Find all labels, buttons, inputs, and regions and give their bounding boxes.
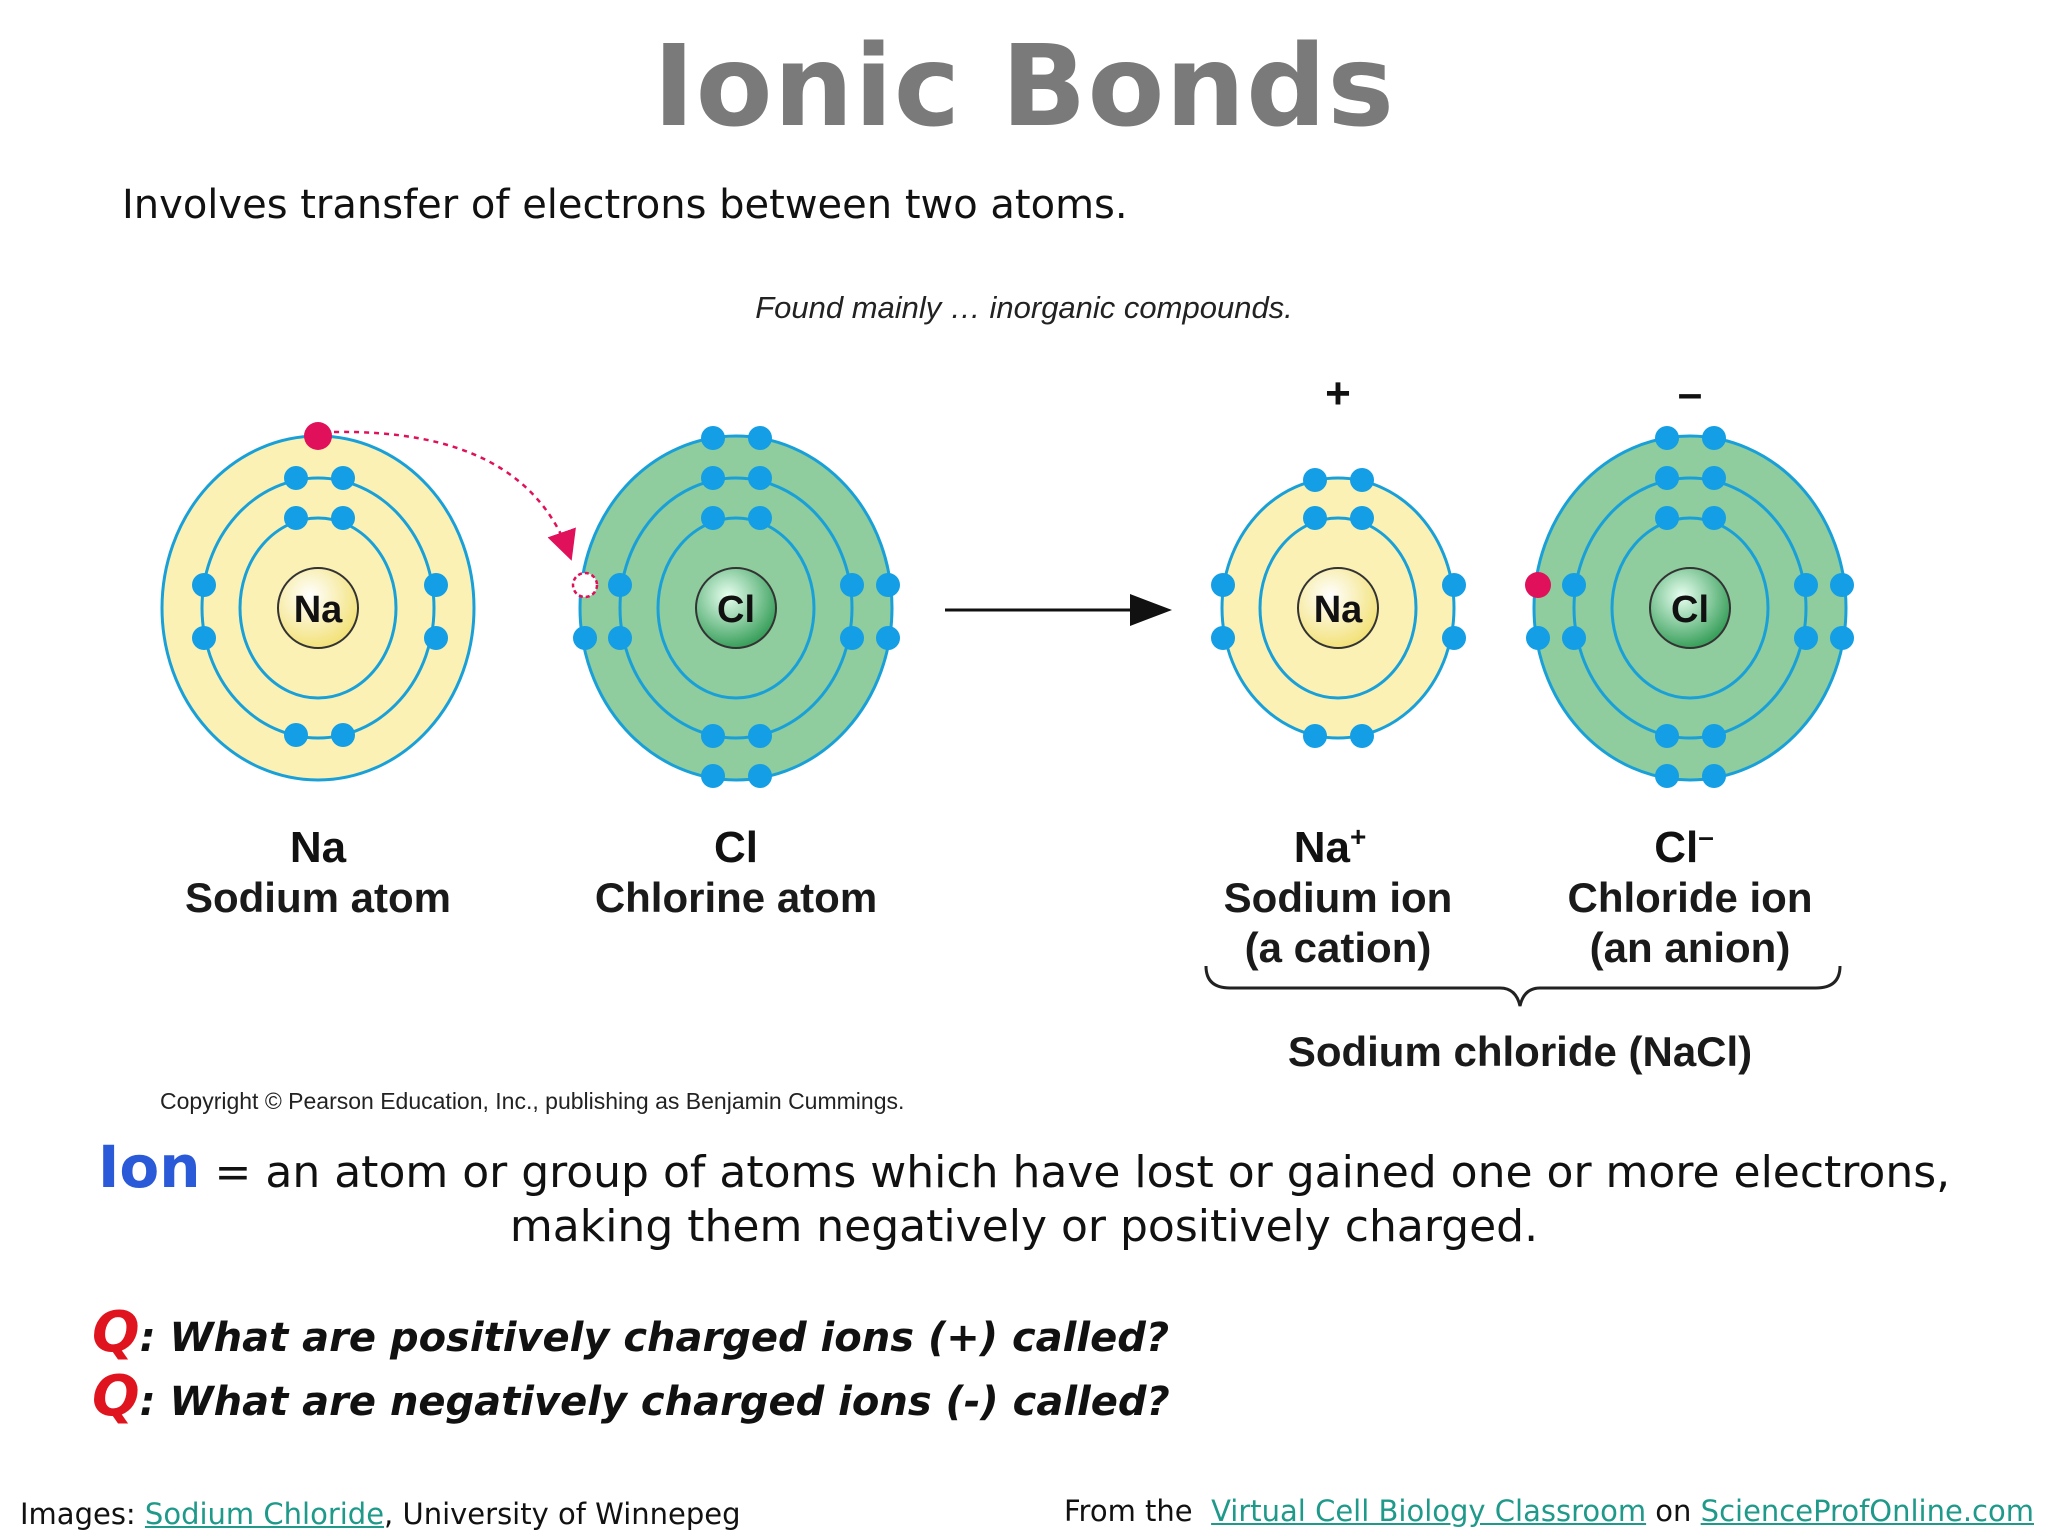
atom-name: Chlorine atom: [595, 874, 877, 921]
atom-name: Chloride ion: [1568, 874, 1813, 921]
atom-name: Sodium ion: [1224, 874, 1453, 921]
question-marker: Q: [92, 1300, 140, 1365]
question-text: : What are positively charged ions (+) c…: [139, 1315, 1170, 1361]
copyright-text: Copyright © Pearson Education, Inc., pub…: [160, 1088, 905, 1114]
reaction-arrow: [945, 594, 1172, 626]
atom-symbol: Na: [290, 823, 347, 872]
atom-description: (a cation): [1245, 924, 1432, 971]
footer-image-credit: Images: Sodium Chloride, University of W…: [20, 1497, 741, 1531]
chloride-ion-electrons: [1526, 426, 1854, 788]
chlorine-electrons: [573, 426, 900, 788]
sodium-electrons: [192, 466, 448, 747]
compound-brace: [1204, 965, 1842, 1007]
footer-mid: on: [1646, 1494, 1701, 1528]
page-title: Ionic Bonds: [652, 22, 1395, 152]
atom-symbol: Na+: [1294, 821, 1367, 872]
footer-prefix: From the: [1063, 1494, 1212, 1528]
charge-plus: +: [1325, 369, 1351, 418]
sodium-atom: [160, 422, 476, 782]
electron-vacancy: [571, 571, 599, 599]
electron-transfer-arrow: [333, 430, 576, 561]
note-text: Found mainly … inorganic compounds.: [755, 290, 1293, 325]
atom-description: (an anion): [1590, 924, 1791, 971]
charge-minus: –: [1678, 369, 1702, 418]
footer-suffix: , University of Winnepeg: [384, 1497, 741, 1531]
question-positive-ions: Q: What are positively charged ions (+) …: [92, 1300, 1169, 1365]
compound-name: Sodium chloride (NaCl): [1288, 1028, 1752, 1075]
transferred-electron: [304, 422, 332, 450]
sodium-ion-electrons: [1211, 468, 1466, 748]
ion-definition: Ion = an atom or group of atoms which ha…: [0, 1138, 2048, 1254]
atom-symbol: Cl: [714, 823, 758, 872]
ionic-bond-diagram: Na Cl Na Cl + – Na Sodium atom Cl Chlori…: [160, 369, 1854, 1075]
question-marker: Q: [92, 1364, 140, 1429]
nucleus-label: Na: [294, 589, 343, 631]
definition-line2: making them negatively or positively cha…: [509, 1201, 1539, 1252]
question-negative-ions: Q: What are negatively charged ions (-) …: [92, 1364, 1170, 1429]
sodium-chloride-link[interactable]: Sodium Chloride: [144, 1497, 385, 1531]
atom-symbol: Cl–: [1654, 821, 1714, 872]
virtual-cell-biology-link[interactable]: Virtual Cell Biology Classroom: [1211, 1494, 1647, 1528]
subtitle: Involves transfer of electrons between t…: [122, 182, 1128, 228]
sodium-ion: [1211, 468, 1466, 748]
nucleus-label: Cl: [1671, 589, 1709, 631]
ion-term: Ion: [97, 1133, 201, 1201]
definition-line1: = an atom or group of atoms which have l…: [200, 1147, 1951, 1198]
nucleus-label: Cl: [717, 589, 755, 631]
chlorine-atom: [571, 426, 900, 788]
atom-name: Sodium atom: [185, 874, 451, 921]
scienceprofonline-link[interactable]: ScienceProfOnline.com: [1700, 1494, 2034, 1528]
chloride-ion: [1525, 426, 1854, 788]
gained-electron: [1525, 572, 1551, 598]
footer-prefix: Images:: [20, 1497, 145, 1531]
footer-source: From the Virtual Cell Biology Classroom …: [1064, 1494, 2034, 1528]
question-text: : What are negatively charged ions (-) c…: [139, 1379, 1170, 1425]
nucleus-label: Na: [1314, 589, 1363, 631]
